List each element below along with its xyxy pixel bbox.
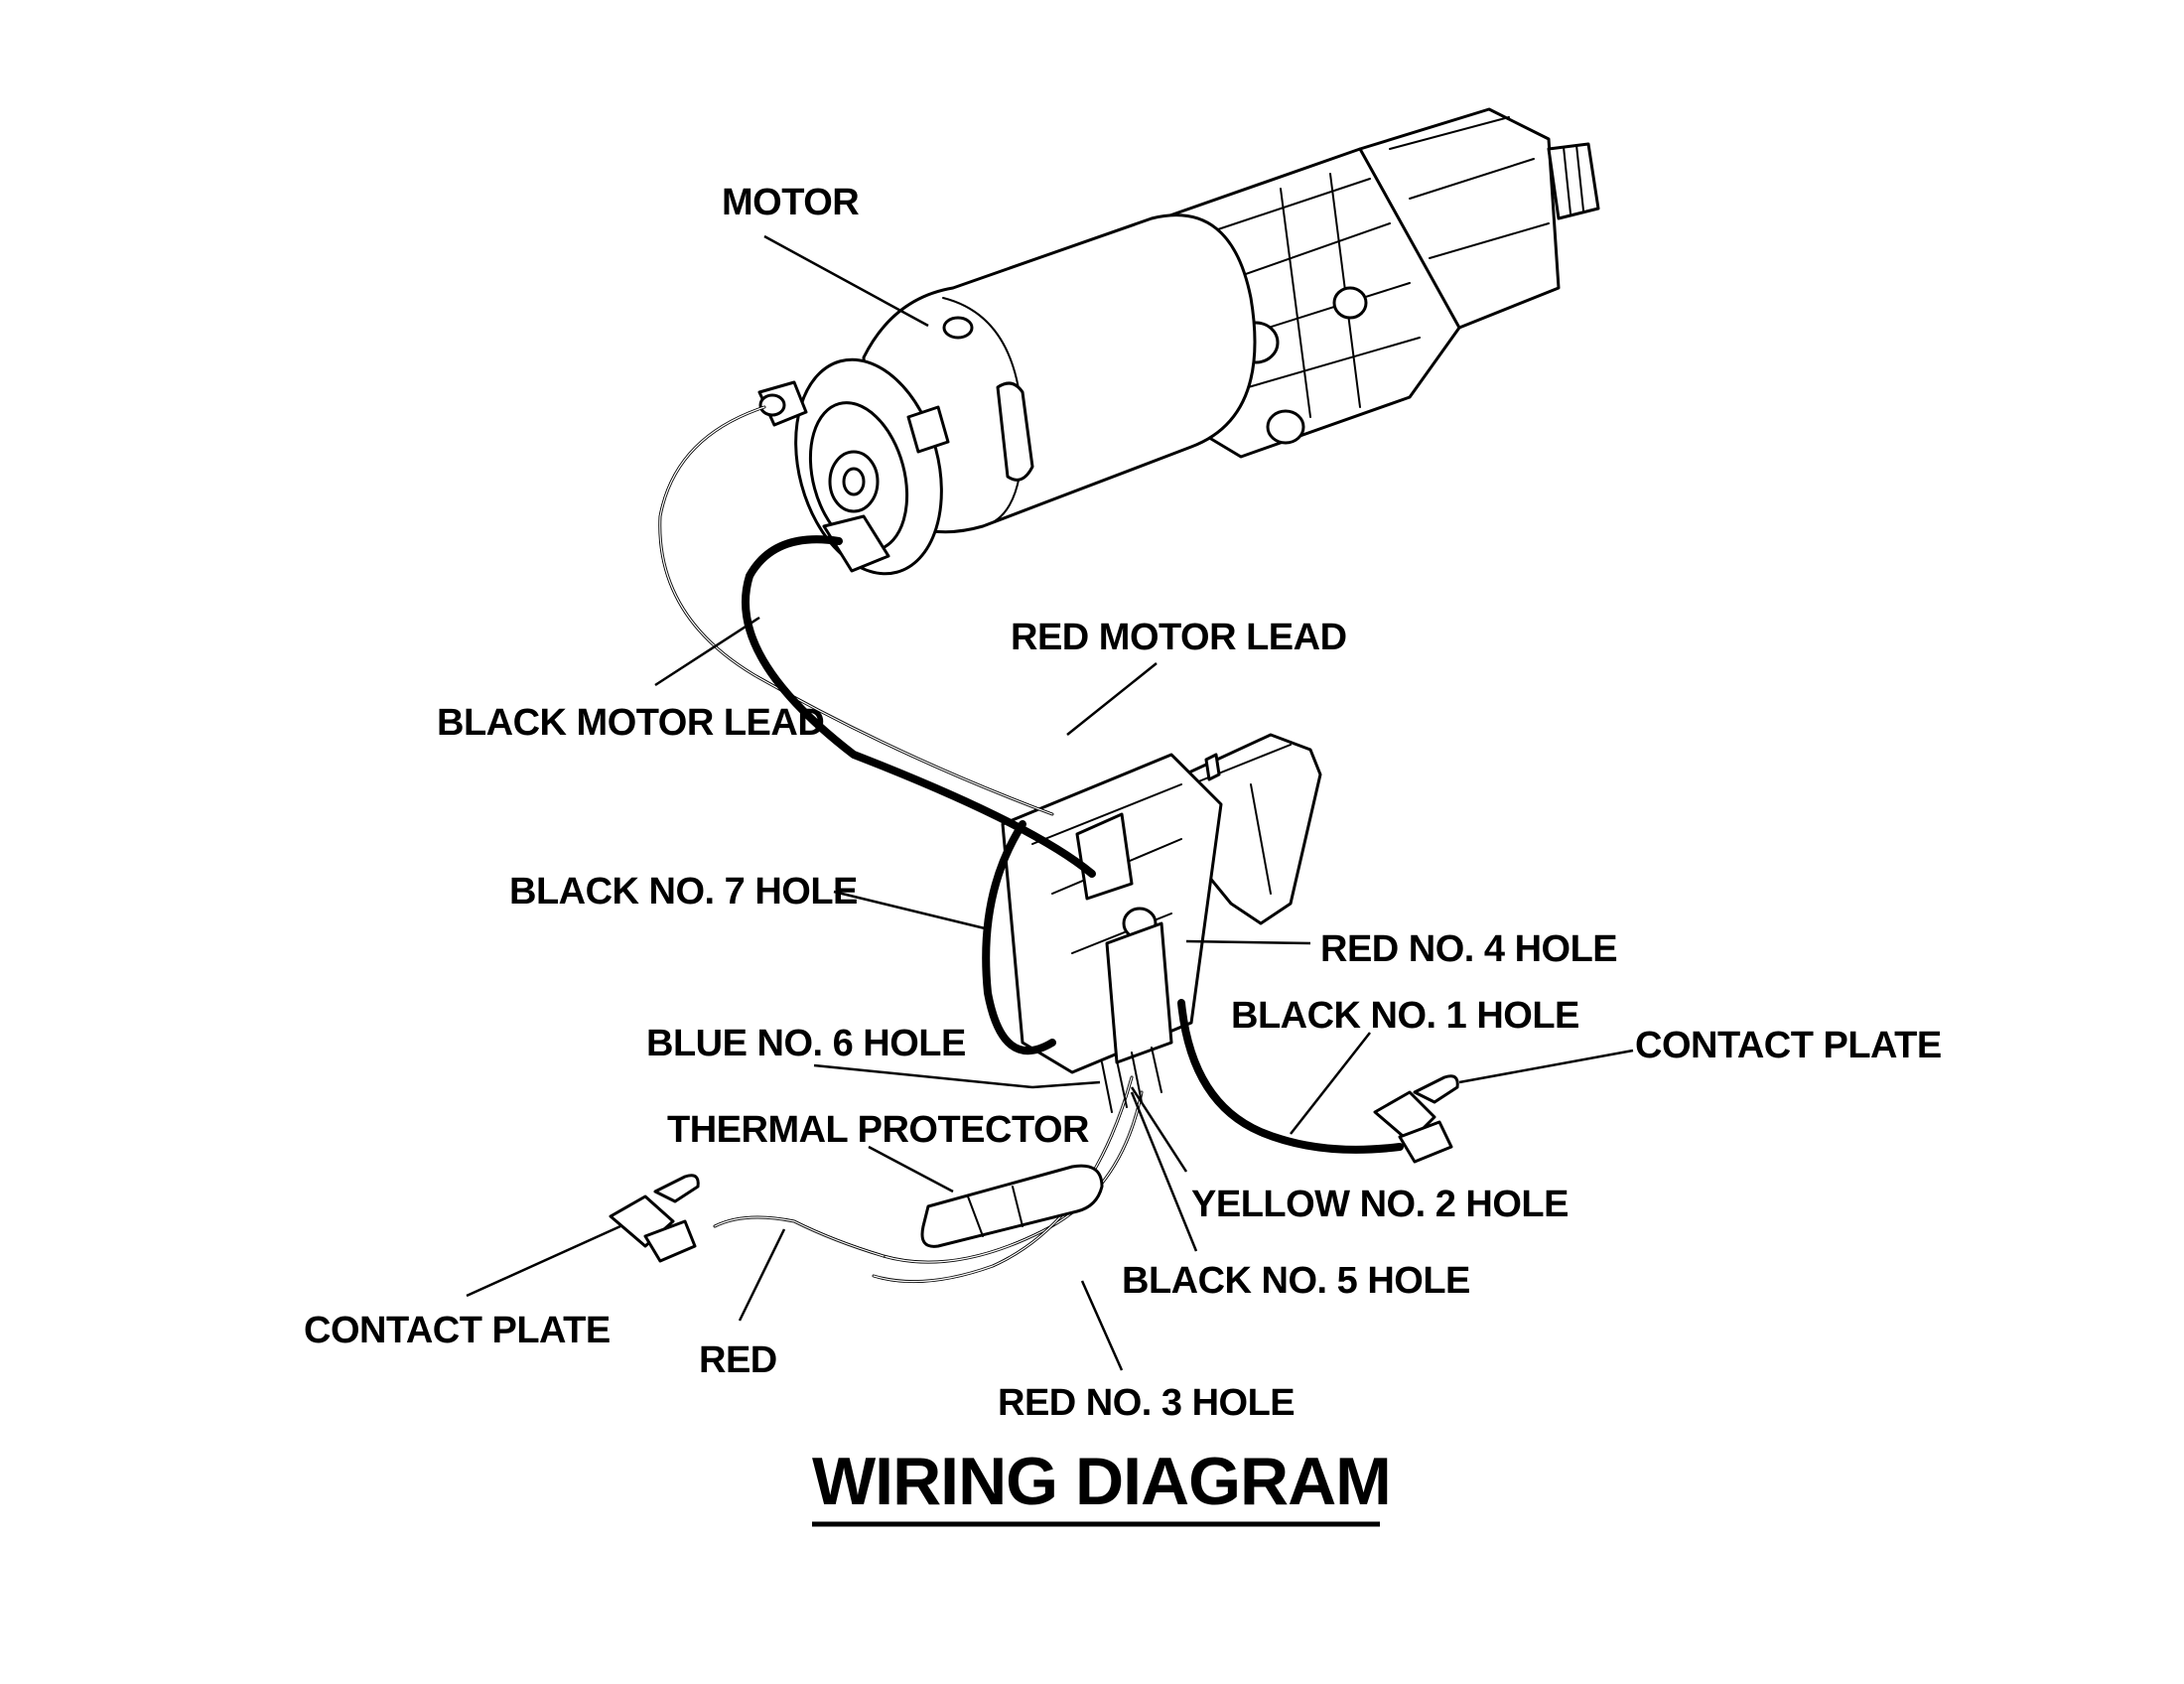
leader-lines — [466, 234, 1634, 1371]
label-contact-plate-right: CONTACT PLATE — [1635, 1025, 1942, 1066]
label-contact-plate-left: CONTACT PLATE — [304, 1310, 611, 1351]
label-red-motor-lead: RED MOTOR LEAD — [1011, 617, 1347, 658]
label-blue-no6-hole: BLUE NO. 6 HOLE — [646, 1023, 966, 1064]
label-red-no3-hole: RED NO. 3 HOLE — [998, 1382, 1295, 1424]
labels: MOTOR RED MOTOR LEAD BLACK MOTOR LEAD BL… — [304, 182, 1942, 1424]
contact-plate-left-part — [609, 1174, 700, 1263]
label-black-motor-lead: BLACK MOTOR LEAD — [437, 702, 824, 744]
label-red-no4-hole: RED NO. 4 HOLE — [1320, 928, 1617, 970]
label-motor: MOTOR — [722, 182, 859, 223]
label-black-no5-hole: BLACK NO. 5 HOLE — [1122, 1260, 1470, 1302]
thermal-protector — [920, 1164, 1104, 1248]
label-thermal-protector: THERMAL PROTECTOR — [667, 1109, 1089, 1151]
trigger-switch — [982, 733, 1322, 1074]
contact-plate-right-part — [1373, 1074, 1459, 1164]
label-red: RED — [699, 1339, 777, 1381]
wires — [658, 405, 1404, 1284]
diagram-title: WIRING DIAGRAM — [812, 1444, 1391, 1519]
label-black-no1-hole: BLACK NO. 1 HOLE — [1231, 995, 1579, 1037]
label-black-no7-hole: BLACK NO. 7 HOLE — [509, 871, 858, 912]
motor-assembly — [757, 107, 1600, 576]
label-yellow-no2-hole: YELLOW NO. 2 HOLE — [1191, 1184, 1569, 1225]
